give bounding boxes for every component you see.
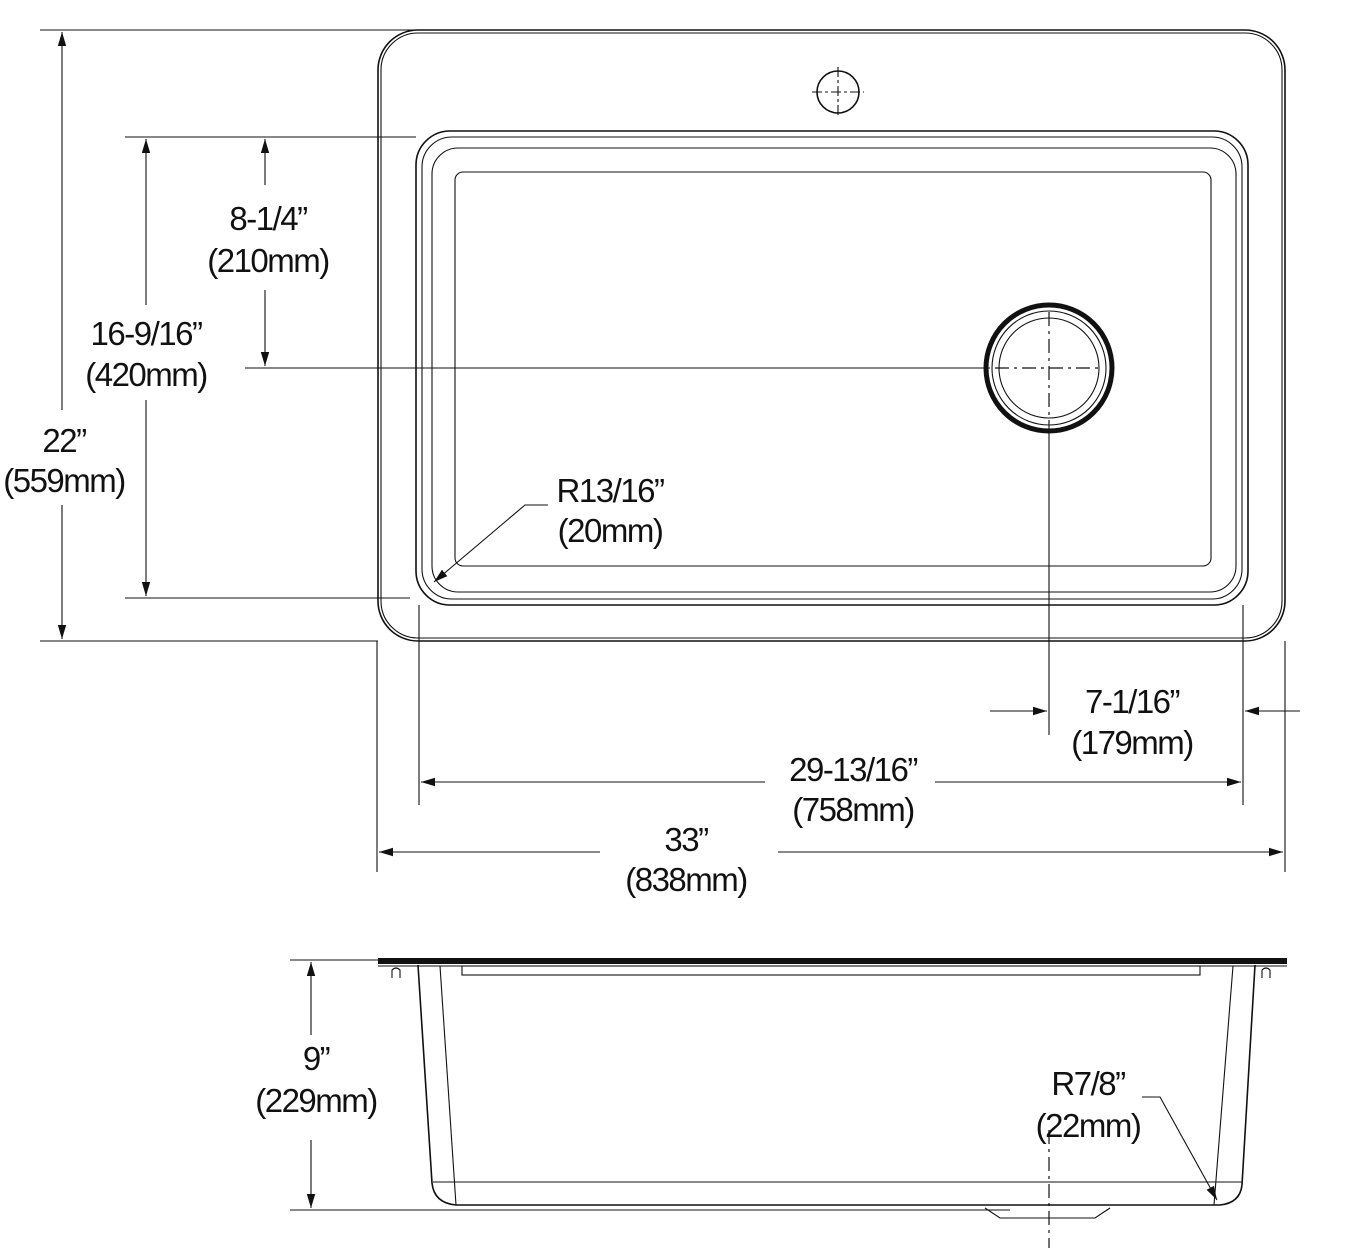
drain-from-back-metric: (210mm) <box>207 242 329 279</box>
drain-icon <box>983 302 1115 434</box>
bottom-radius-imperial: R7/8” <box>1051 1065 1125 1102</box>
bowl-width-imperial: 29-13/16” <box>789 751 917 788</box>
drain-fitting <box>984 1207 1111 1219</box>
sink-rim-outline <box>377 29 1286 642</box>
bottom-radius-metric: (22mm) <box>1036 1107 1141 1144</box>
drain-from-back-imperial: 8-1/4” <box>229 200 307 237</box>
bowl-height-imperial: 9” <box>303 1040 330 1077</box>
drain-from-side-imperial: 7-1/16” <box>1085 683 1180 720</box>
bowl-depth-metric: (420mm) <box>85 356 207 393</box>
overall-width-imperial: 33” <box>664 821 708 858</box>
drain-from-side-metric: (179mm) <box>1071 724 1193 761</box>
top-view: 22” (559mm) 16-9/16” (420mm) 8-1/4” (210… <box>3 29 1300 898</box>
bowl-height-metric: (229mm) <box>255 1082 377 1119</box>
side-view: 9” (229mm) R7/8” (22mm) <box>255 958 1287 1248</box>
corner-radius-imperial: R13/16” <box>557 472 664 509</box>
bowl-profile <box>417 964 1256 1206</box>
mounting-clip-icon <box>391 967 1271 978</box>
bowl-floor <box>454 171 1212 567</box>
overall-depth-imperial: 22” <box>42 422 86 459</box>
corner-radius-metric: (20mm) <box>558 512 663 549</box>
faucet-hole-icon <box>812 67 864 117</box>
overall-width-metric: (838mm) <box>625 861 747 898</box>
bowl-width-metric: (758mm) <box>792 791 914 828</box>
rim-profile <box>378 958 1287 964</box>
overall-depth-metric: (559mm) <box>3 462 125 499</box>
bowl-depth-imperial: 16-9/16” <box>91 315 202 352</box>
